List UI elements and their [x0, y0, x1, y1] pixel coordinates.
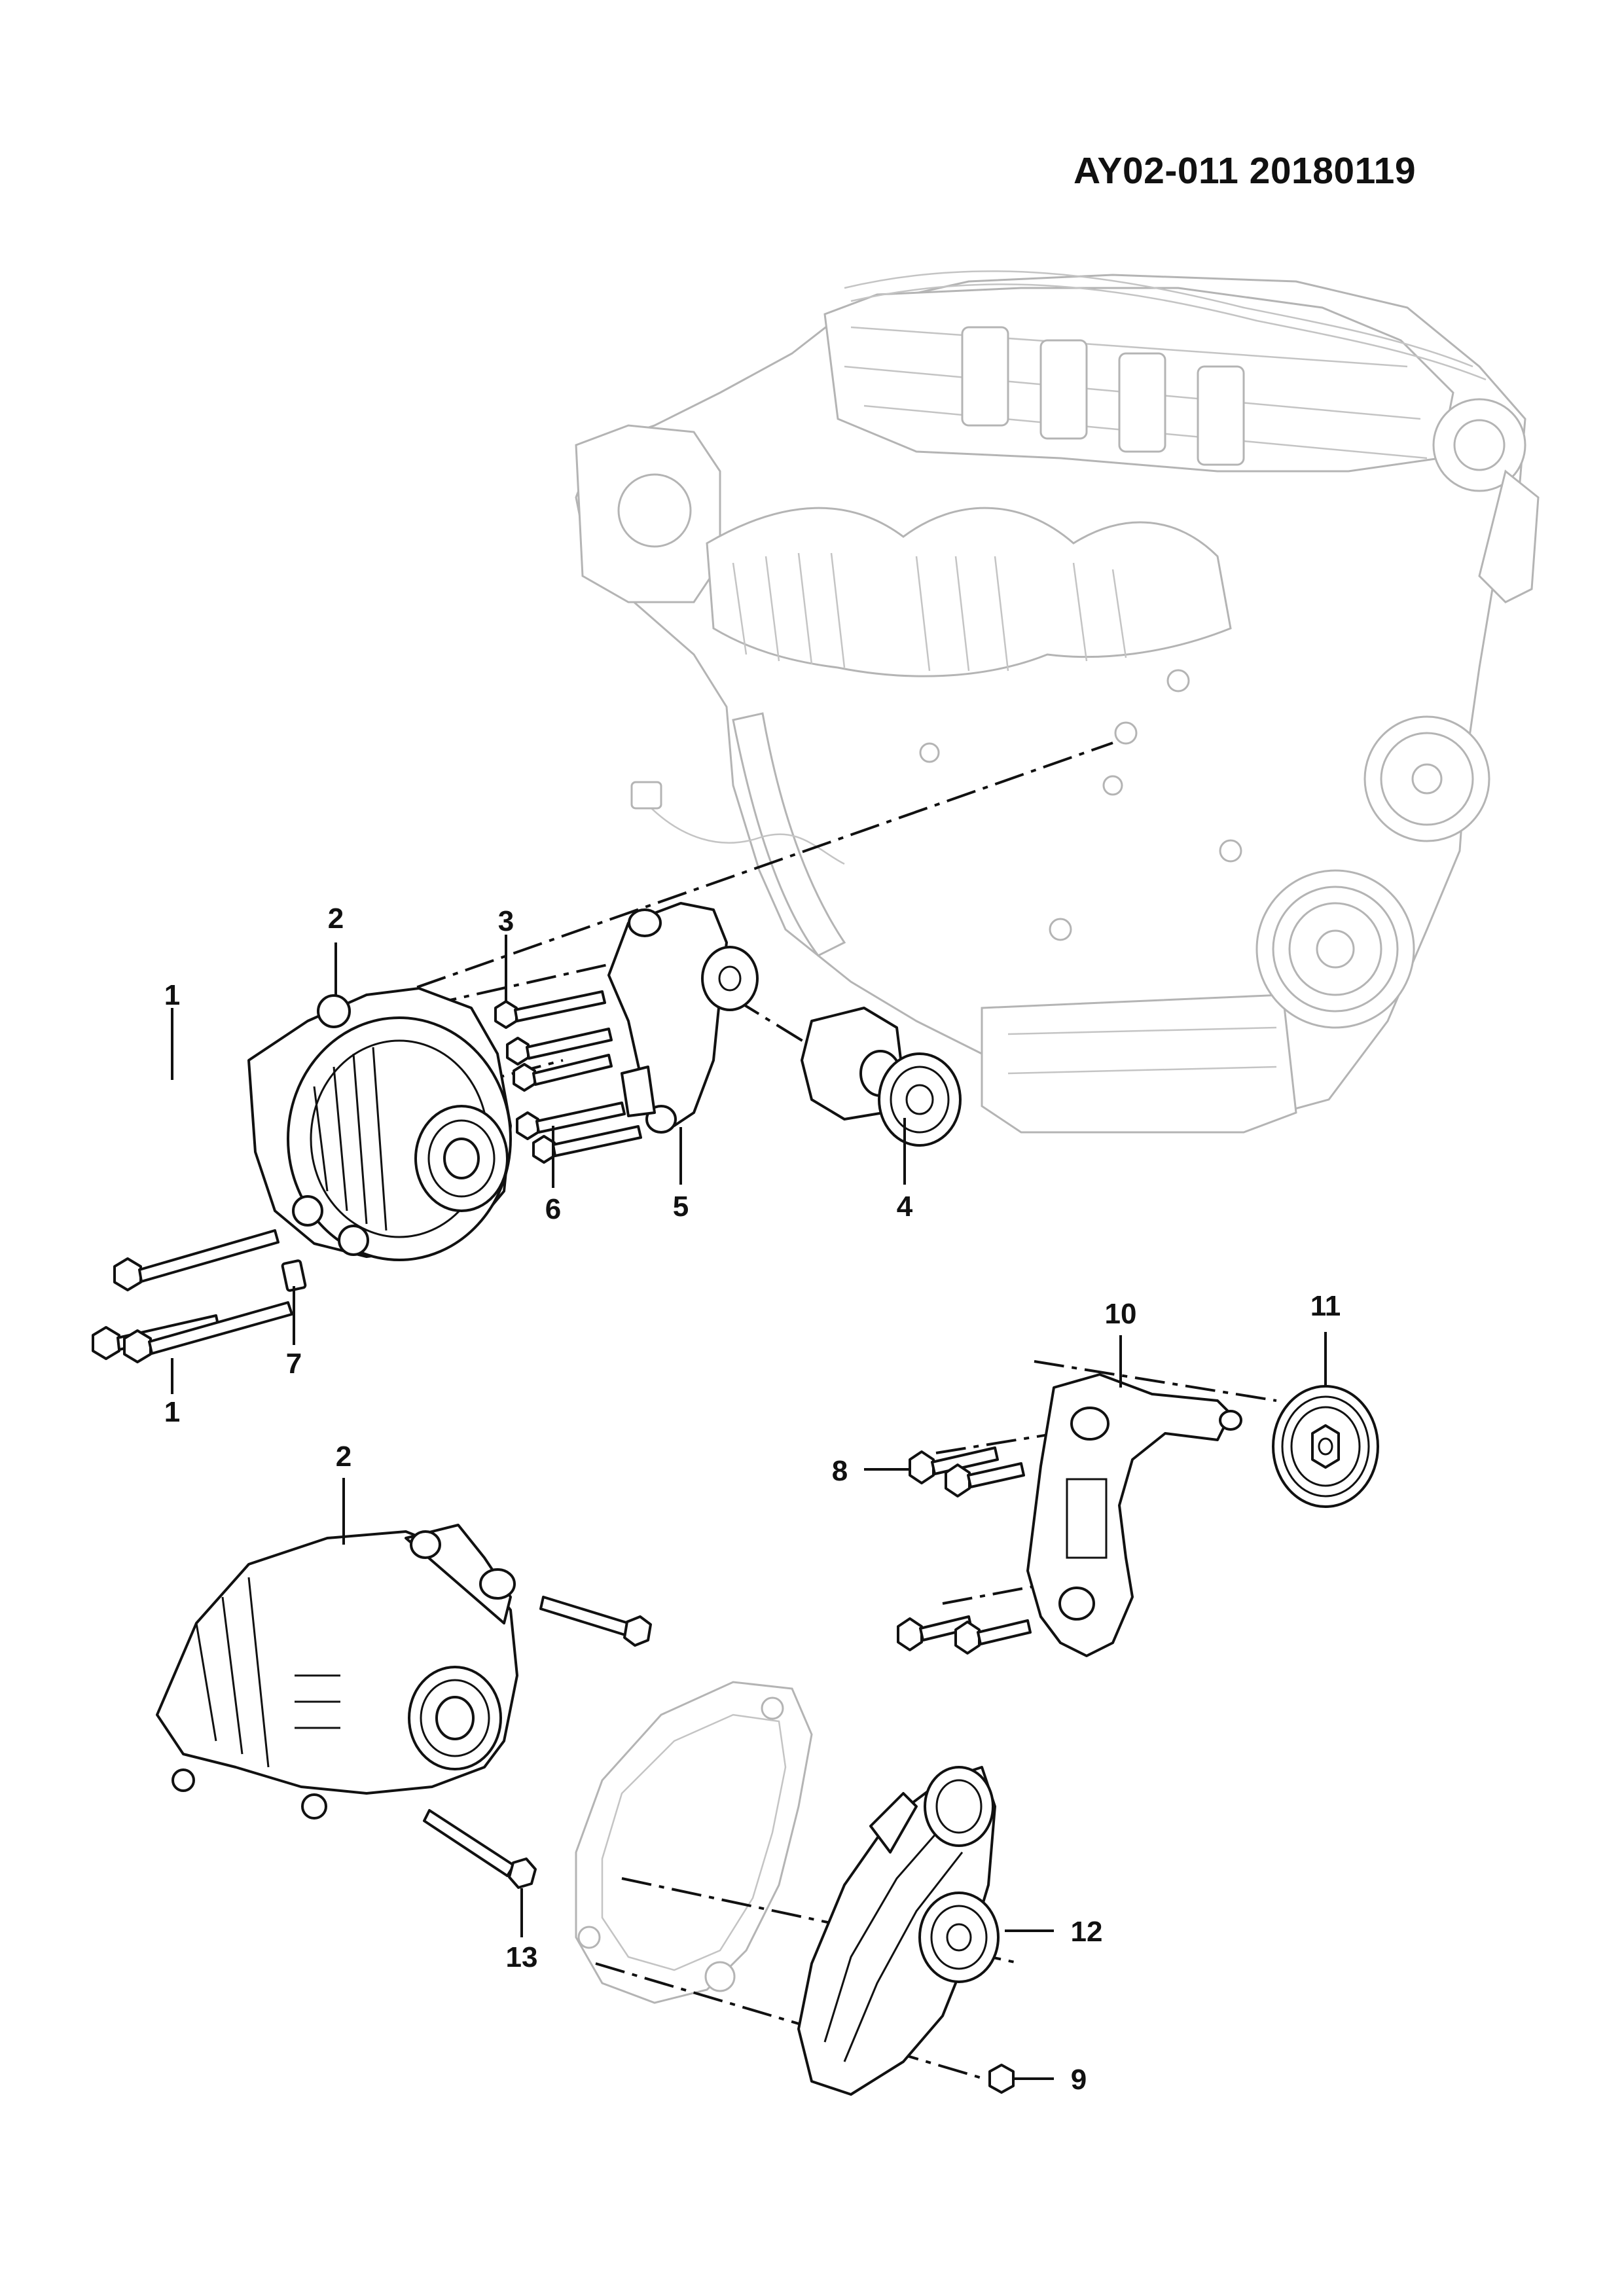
alternator-lower [156, 1524, 518, 1820]
callout-9: 9 [1071, 2064, 1087, 2096]
centerline-alternator-upper [320, 742, 1113, 1022]
callout-7: 7 [286, 1348, 302, 1380]
callout-13: 13 [506, 1941, 538, 1973]
idler-bracket-10 [1026, 1373, 1242, 1657]
bolt-8-lower [897, 1615, 973, 1651]
callout-11: 11 [1310, 1290, 1341, 1322]
bolt-9 [988, 2064, 1015, 2094]
callout-2-top: 2 [328, 903, 344, 935]
callout-3: 3 [498, 905, 514, 937]
centerline-lower-upper [621, 1877, 1022, 1965]
sleeve-7 [281, 1259, 307, 1292]
bolt-lower-alternator-upper [539, 1596, 652, 1647]
callout-12: 12 [1071, 1916, 1103, 1948]
bolt-13 [423, 1809, 537, 1889]
tensioner-assembly-12 [797, 1766, 1000, 2096]
engine-block-illustration [575, 270, 1540, 1134]
callout-10: 10 [1105, 1298, 1137, 1330]
bolt-8-lower-2 [954, 1619, 1032, 1655]
bolt-8-upper-2 [945, 1462, 1025, 1498]
idler-pulley-11 [1272, 1385, 1379, 1508]
callout-5: 5 [673, 1191, 689, 1223]
document-code: AY02-011 20180119 [1074, 150, 1416, 192]
bolt-6-lower [516, 1102, 626, 1140]
centerline-lower-lower [595, 1962, 983, 2079]
bolt-1-middle [113, 1229, 280, 1291]
callout-labels: 1 1 2 2 3 4 5 6 7 8 9 10 11 12 13 [164, 903, 1341, 2096]
alternator-bracket-5 [607, 902, 759, 1134]
bolt-8-upper [909, 1446, 999, 1484]
bolt-3 [494, 990, 606, 1029]
bolt-6-upper [506, 1028, 613, 1066]
bolt-6-upper-2 [513, 1054, 613, 1092]
callout-8: 8 [832, 1455, 848, 1487]
centerline-bracket-10-lower [942, 1573, 1100, 1605]
leader-lines [171, 935, 1327, 2080]
bolt-1-lower [123, 1301, 293, 1363]
mounting-plate-ghost [575, 1681, 813, 2004]
callout-1-bottom: 1 [164, 1396, 180, 1428]
alternator-upper [247, 987, 512, 1261]
callout-2-bottom: 2 [336, 1441, 352, 1473]
callout-4: 4 [897, 1191, 913, 1223]
belt-tensioner-4 [801, 1007, 962, 1147]
callout-1-top: 1 [164, 979, 180, 1011]
bolt-6-lower-2 [532, 1125, 642, 1164]
callout-6: 6 [545, 1193, 561, 1225]
centerline-pulley-11 [1034, 1360, 1277, 1402]
